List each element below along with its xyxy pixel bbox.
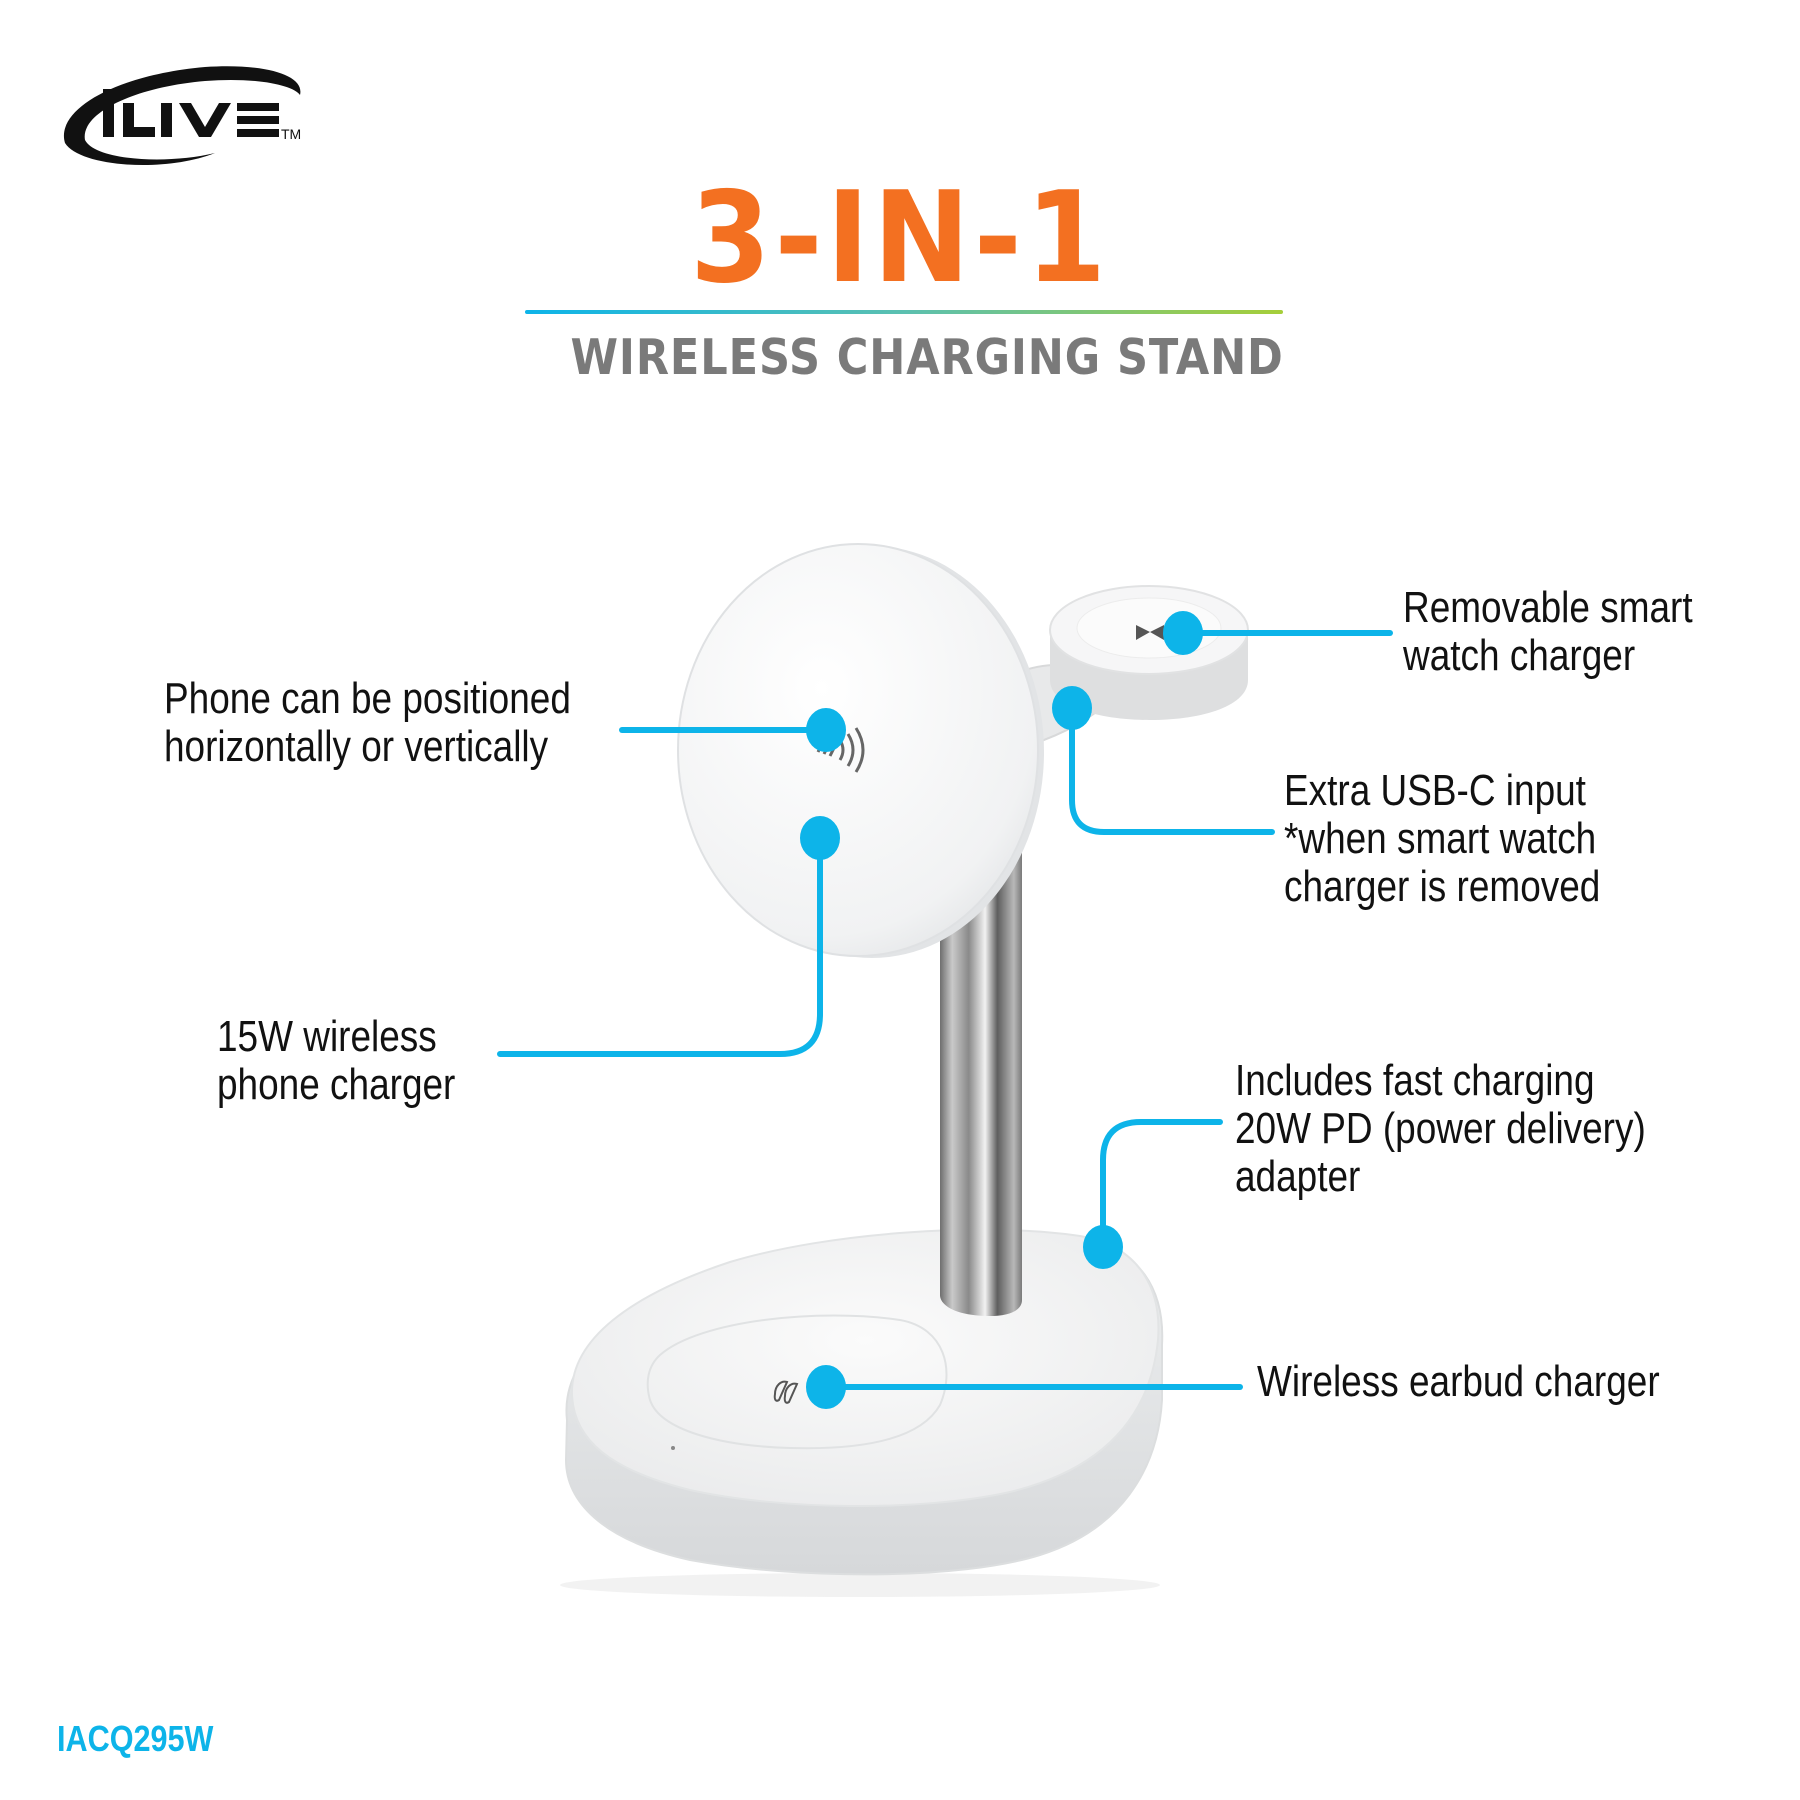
callout-line-text: 20W PD (power delivery) [1235,1104,1646,1153]
callout-watch-charger: Removable smart watch charger [1403,584,1693,680]
callout-dot-phone-charger [800,816,840,860]
watch-charger-puck [1049,585,1249,720]
callout-phone-position: Phone can be positioned horizontally or … [164,675,571,771]
callout-dot-phone-position [806,708,846,752]
callout-line-text: watch charger [1403,631,1636,680]
callout-line-text: horizontally or vertically [164,722,549,771]
callout-line-phone-charger [497,835,823,1057]
callout-line-text: Removable smart [1403,583,1693,632]
callout-line-text: Wireless earbud charger [1257,1357,1660,1406]
callout-line-usb-c [1069,705,1275,835]
callout-line-text: adapter [1235,1152,1361,1201]
callout-dot-watch-charger [1163,611,1203,655]
callout-line-pd-adapter [1100,1119,1223,1248]
model-number: IACQ295W [57,1718,214,1759]
callout-line-text: 15W wireless [217,1012,437,1061]
callout-pd-adapter: Includes fast charging 20W PD (power del… [1235,1057,1646,1201]
callout-line-text: Extra USB-C input [1284,766,1586,815]
watch-charger-icon [1136,625,1164,640]
callout-line-text: *when smart watch [1284,814,1597,863]
ilive-logo: TM [55,55,315,170]
charging-base [560,1228,1164,1597]
callout-line-text: Phone can be positioned [164,674,571,723]
page-title: 3-IN-1 [690,164,1110,311]
callout-line-text: Includes fast charging [1235,1056,1595,1105]
phone-charging-pad [677,543,1044,958]
svg-text:TM: TM [281,126,301,142]
callout-dot-usb-c [1052,686,1092,730]
callout-line-text: phone charger [217,1060,456,1109]
callout-dot-pd-adapter [1083,1225,1123,1269]
earbuds-icon [773,1380,799,1404]
page-subtitle: WIRELESS CHARGING STAND [570,329,1284,386]
callout-line-text: charger is removed [1284,862,1601,911]
callout-dot-earbud [806,1365,846,1409]
ilive-logo-mark: TM [63,66,301,166]
callout-dots [800,611,1203,1409]
title-divider [525,310,1283,314]
callout-phone-charger: 15W wireless phone charger [217,1013,455,1109]
callout-usb-c-input: Extra USB-C input *when smart watch char… [1284,767,1600,911]
callout-earbud-charger: Wireless earbud charger [1257,1358,1660,1406]
callout-lines [497,630,1393,1390]
